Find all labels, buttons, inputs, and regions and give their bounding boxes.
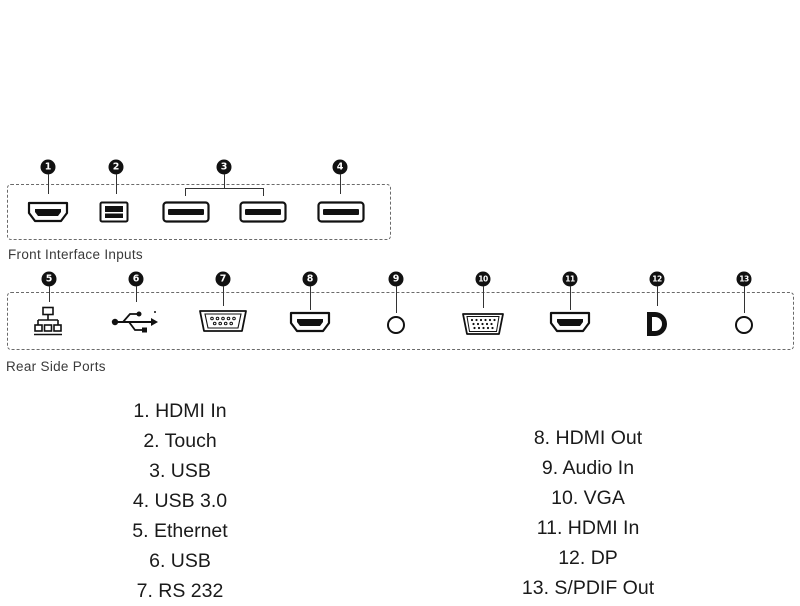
legend-item-7: 7. RS 232 xyxy=(136,580,224,602)
callout-badge-8: 8 xyxy=(302,271,318,287)
rear-side-panel xyxy=(7,292,794,350)
callout-line-11 xyxy=(569,286,571,310)
callout-line-12 xyxy=(656,286,658,306)
callout-badge-3: 3 xyxy=(216,159,232,175)
callout-line-6 xyxy=(135,286,137,302)
legend-right-column: 8. HDMI Out 9. Audio In 10. VGA 11. HDMI… xyxy=(488,423,688,603)
legend-item-10: 10. VGA xyxy=(551,487,625,509)
callout-line-4 xyxy=(339,174,341,194)
audio-jack-icon xyxy=(735,316,753,334)
usb-symbol-icon xyxy=(111,311,158,333)
usb3-port-icon xyxy=(317,201,365,223)
callout-badge-5: 5 xyxy=(41,271,57,287)
legend-item-2: 2. Touch xyxy=(143,430,217,452)
callout-badge-2: 2 xyxy=(108,159,124,175)
callout-line-5 xyxy=(48,286,50,302)
legend-item-1: 1. HDMI In xyxy=(133,400,227,422)
legend-item-12: 12. DP xyxy=(558,547,618,569)
rs232-port-icon xyxy=(199,310,247,332)
legend-item-4: 4. USB 3.0 xyxy=(132,490,228,512)
callout-line-8 xyxy=(309,286,311,310)
legend-item-5: 5. Ethernet xyxy=(132,520,228,542)
rear-panel-label: Rear Side Ports xyxy=(6,359,106,374)
callout-line-10 xyxy=(482,286,484,308)
ethernet-icon xyxy=(34,306,62,336)
callout-line-1 xyxy=(47,174,49,194)
callout-badge-11: 11 xyxy=(562,271,578,287)
front-interface-panel xyxy=(7,184,391,240)
legend-item-8: 8. HDMI Out xyxy=(533,427,643,449)
usb-port-icon xyxy=(239,201,287,223)
callout-line-7 xyxy=(222,286,224,306)
callout-badge-13: 13 xyxy=(736,271,752,287)
front-panel-label: Front Interface Inputs xyxy=(8,247,143,262)
callout-badge-10: 10 xyxy=(475,271,491,287)
callout-badge-12: 12 xyxy=(649,271,665,287)
displayport-logo-icon xyxy=(647,312,667,336)
legend-item-13: 13. S/PDIF Out xyxy=(521,577,655,599)
legend-item-6: 6. USB xyxy=(149,550,211,572)
callout-badge-4: 4 xyxy=(332,159,348,175)
hdmi-port-icon xyxy=(549,311,591,333)
legend-item-9: 9. Audio In xyxy=(541,457,635,479)
callout-bracket-3 xyxy=(185,188,264,196)
legend-item-3: 3. USB xyxy=(149,460,211,482)
legend-item-11: 11. HDMI In xyxy=(536,517,640,539)
callout-line-13 xyxy=(743,286,745,313)
vga-port-icon xyxy=(462,313,504,335)
callout-badge-7: 7 xyxy=(215,271,231,287)
hdmi-port-icon xyxy=(289,311,331,333)
legend-left-column: 1. HDMI In 2. Touch 3. USB 4. USB 3.0 5.… xyxy=(80,396,280,606)
usb-port-icon xyxy=(162,201,210,223)
callout-line-2 xyxy=(115,174,117,194)
audio-jack-icon xyxy=(387,316,405,334)
hdmi-port-icon xyxy=(27,201,69,223)
callout-line-3 xyxy=(223,174,225,188)
callout-line-9 xyxy=(395,286,397,313)
touch-usb-b-port-icon xyxy=(99,201,129,223)
callout-badge-9: 9 xyxy=(388,271,404,287)
callout-badge-6: 6 xyxy=(128,271,144,287)
callout-badge-1: 1 xyxy=(40,159,56,175)
